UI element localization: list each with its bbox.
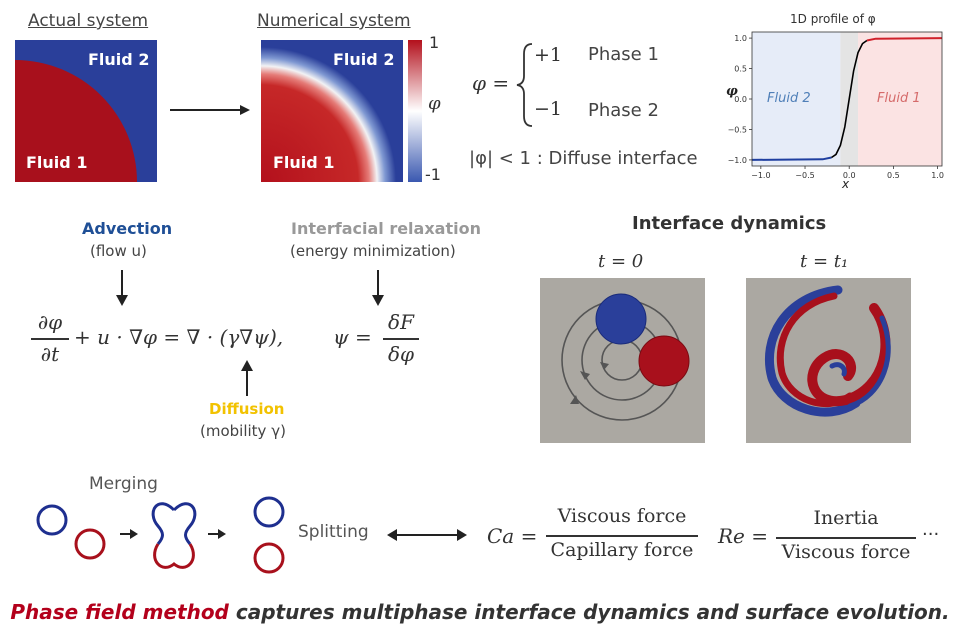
double-arrow [387, 529, 467, 541]
diffuse-interface-label: |φ| < 1 : Diffuse interface [469, 148, 698, 169]
colorbar-symbol: φ [428, 93, 441, 114]
phi-definition-lhs: φ = [472, 71, 510, 95]
numerical-fluid2-label: Fluid 2 [333, 50, 395, 69]
actual-system-image [15, 40, 157, 182]
numerical-system-image [261, 40, 403, 182]
ca-denominator: Capillary force [550, 539, 694, 561]
phase-minus-one: −1 [534, 98, 563, 120]
profile-fluid1-region: Fluid 1 [877, 91, 921, 106]
merging-label: Merging [89, 474, 158, 494]
psi-fraction-bar [383, 338, 419, 340]
re-numerator: Inertia [813, 507, 879, 529]
re-denominator: Viscous force [781, 541, 911, 563]
profile-xtick-label: 1.0 [931, 171, 944, 180]
dt-denominator: ∂t [40, 342, 60, 366]
profile-fluid2-region: Fluid 2 [767, 91, 811, 106]
profile-ytick-label: 0.0 [734, 95, 747, 104]
colorbar-min-label: -1 [425, 165, 441, 184]
re-lhs: Re = [718, 524, 769, 548]
profile-ytick-label: −1.0 [728, 156, 747, 165]
advection-arrow [116, 270, 128, 306]
profile-title: 1D profile of φ [790, 12, 876, 26]
right-arrow [170, 105, 250, 115]
splitting-label: Splitting [298, 522, 369, 542]
profile-curve-fluid1 [866, 37, 943, 42]
dynamics-t1-panel [746, 278, 911, 443]
actual-fluid1-label: Fluid 1 [26, 153, 88, 172]
profile-xtick-label: −1.0 [751, 171, 770, 180]
footer-rest: captures multiphase interface dynamics a… [228, 600, 950, 624]
psi-denominator: δφ [387, 342, 415, 366]
advection-sub: (flow u) [90, 242, 147, 260]
phase-plus-one: +1 [534, 44, 563, 66]
diffusion-sub: (mobility γ) [200, 422, 286, 440]
t0-label: t = 0 [598, 251, 644, 272]
footer-highlight: Phase field method [10, 600, 229, 624]
relaxation-arrow [372, 270, 384, 306]
profile-xtick-label: 0.0 [843, 171, 856, 180]
profile-chart: −1.0 −0.5 0.0 0.5 1.0 −1.0 −0.5 0.0 0.5 1.0 [728, 31, 944, 180]
colorbar-max-label: 1 [429, 33, 440, 52]
profile-fluid2-band [752, 32, 841, 166]
advection-diffusion-equation: + u · ∇φ = ∇ · (γ∇ψ), [74, 325, 284, 349]
ca-fraction-bar [546, 535, 698, 537]
profile-curve-interface [831, 39, 868, 159]
relaxation-label: Interfacial relaxation [291, 219, 481, 238]
profile-curve-fluid2 [751, 156, 832, 161]
profile-fluid1-band [858, 32, 942, 166]
profile-xtick-label: −0.5 [795, 171, 814, 180]
ca-numerator: Viscous force [557, 505, 687, 527]
profile-ytick-label: 1.0 [734, 34, 747, 43]
phase1-label: Phase 1 [588, 44, 659, 65]
profile-ytick-label: 0.5 [734, 65, 747, 74]
phase2-label: Phase 2 [588, 100, 659, 121]
relaxation-sub: (energy minimization) [290, 242, 456, 260]
actual-fluid2-label: Fluid 2 [88, 50, 150, 69]
psi-lhs: ψ = [333, 325, 372, 349]
brace [516, 43, 533, 127]
colorbar [408, 40, 422, 182]
fraction-bar [31, 338, 69, 340]
dynamics-t0-panel [540, 278, 705, 443]
profile-ytick-label: −0.5 [728, 125, 747, 134]
numerical-fluid1-label: Fluid 1 [273, 153, 335, 172]
footer-caption: Phase field method captures multiphase i… [0, 600, 960, 624]
dynamics-title: Interface dynamics [632, 213, 827, 234]
actual-system-title: Actual system [28, 11, 149, 31]
profile-ylabel: φ [726, 84, 738, 99]
profile-xtick-label: 0.5 [887, 171, 900, 180]
merging-splitting-diagram [36, 496, 285, 574]
re-fraction-bar [776, 537, 916, 539]
numerical-system-title: Numerical system [257, 11, 411, 31]
advection-label: Advection [82, 219, 173, 238]
psi-numerator: δF [388, 310, 414, 334]
diffusion-label: Diffusion [209, 400, 285, 418]
profile-xlabel: x [842, 177, 850, 191]
dphi-numerator: ∂φ [37, 310, 63, 334]
ellipsis: ··· [922, 524, 940, 545]
ca-lhs: Ca = [487, 524, 538, 548]
t1-label: t = t₁ [800, 251, 849, 272]
diffusion-arrow [241, 360, 253, 396]
